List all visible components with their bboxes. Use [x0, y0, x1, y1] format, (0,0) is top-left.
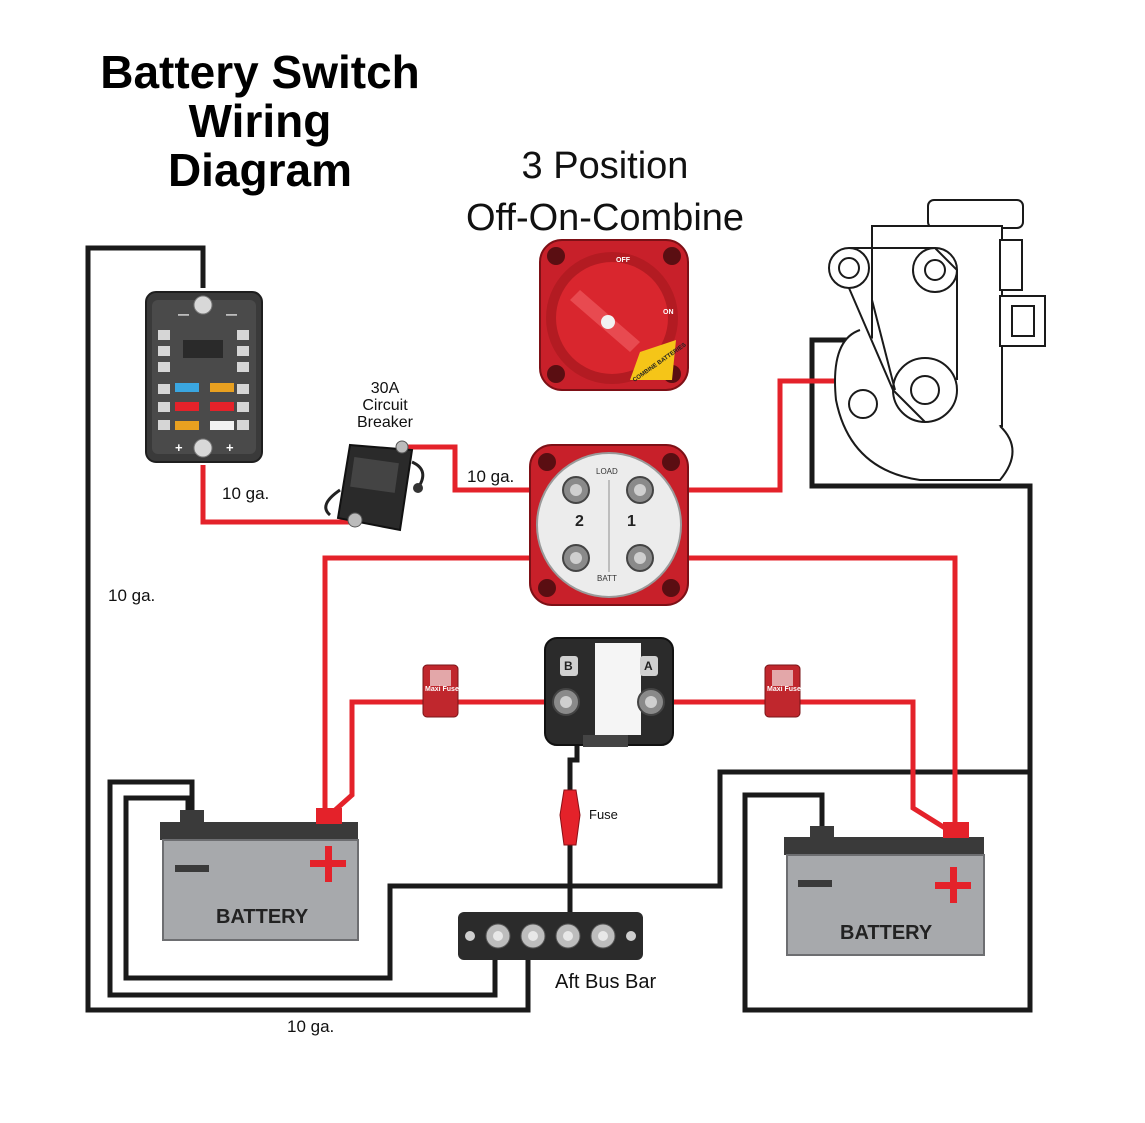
- switch-position-1: 1: [627, 513, 636, 530]
- diagram-subtitle: 3 Position Off-On-Combine: [430, 140, 780, 244]
- gauge-label-left-return: 10 ga.: [108, 586, 156, 605]
- switch-load-label: LOAD: [596, 467, 618, 476]
- circuit-breaker-label: 30A Circuit Breaker: [330, 380, 440, 431]
- fuse-block: — — + +: [145, 291, 263, 463]
- maxi-fuse-left: [422, 664, 459, 718]
- knob-off-label: OFF: [616, 257, 630, 264]
- svg-text:—: —: [226, 309, 237, 321]
- aft-bus-bar: [458, 912, 643, 960]
- wire-engine-ground: [809, 337, 1033, 772]
- knob-on-label: ON: [663, 309, 674, 316]
- title-line-1: Battery Switch: [100, 46, 420, 98]
- subtitle-line-1: 3 Position: [521, 145, 689, 187]
- wire-switch-batt1-to-right-battery: [640, 555, 958, 828]
- charging-relay: [544, 637, 674, 747]
- maxi-fuse-left-label: Maxi Fuse: [425, 686, 459, 693]
- circuit-breaker: [324, 440, 425, 532]
- inline-fuse-label: Fuse: [589, 807, 618, 822]
- relay-terminal-b: B: [564, 659, 573, 673]
- switch-knob: [539, 239, 689, 391]
- svg-text:+: +: [226, 440, 234, 455]
- gauge-label-breaker-switch: 10 ga.: [467, 467, 515, 486]
- maxi-fuse-right: [764, 664, 801, 718]
- wire-relay-ground: [567, 745, 580, 790]
- gauge-label-bottom-return: 10 ga.: [287, 1017, 335, 1036]
- wire-maxi-fuse-right-to-right-battery: [800, 699, 947, 831]
- battery-left: [160, 808, 359, 941]
- diagram-title: Battery Switch Wiring Diagram: [60, 48, 460, 195]
- battery-switch: [529, 444, 689, 606]
- title-line-3: Diagram: [167, 144, 353, 196]
- battery-left-label: BATTERY: [216, 906, 309, 928]
- wire-switch-batt2-to-left-battery: [322, 555, 576, 812]
- inline-fuse: [559, 789, 581, 846]
- title-line-2: Wiring: [188, 95, 332, 147]
- svg-text:+: +: [175, 440, 183, 455]
- wire-switch-load1-to-engine: [640, 378, 860, 493]
- relay-terminal-a: A: [644, 659, 653, 673]
- switch-position-2: 2: [575, 513, 584, 530]
- maxi-fuse-right-label: Maxi Fuse: [767, 686, 801, 693]
- wire-breaker-to-switch-load2: [402, 444, 576, 493]
- engine: [828, 199, 1046, 481]
- wire-fuseblock-negative: [85, 245, 531, 1013]
- circuit-breaker-label-line-2: Circuit: [362, 397, 408, 414]
- bus-bar-label: Aft Bus Bar: [555, 971, 657, 993]
- svg-text:—: —: [178, 309, 189, 321]
- circuit-breaker-label-line-1: 30A: [370, 380, 400, 397]
- wire-left-battery-negative-1: [107, 779, 498, 998]
- circuit-breaker-label-line-3: Breaker: [356, 414, 414, 431]
- battery-right: [784, 822, 985, 956]
- negative-wires: [85, 245, 1033, 1013]
- wire-fuseblock-to-breaker: [200, 465, 355, 525]
- wire-left-battery-negative-2: [123, 769, 1033, 1013]
- gauge-label-fuse-block: 10 ga.: [222, 484, 270, 503]
- switch-batt-label: BATT: [597, 574, 617, 583]
- subtitle-line-2: Off-On-Combine: [465, 197, 745, 239]
- wire-left-battery-to-maxi-fuse: [331, 699, 423, 814]
- battery-right-label: BATTERY: [840, 922, 933, 944]
